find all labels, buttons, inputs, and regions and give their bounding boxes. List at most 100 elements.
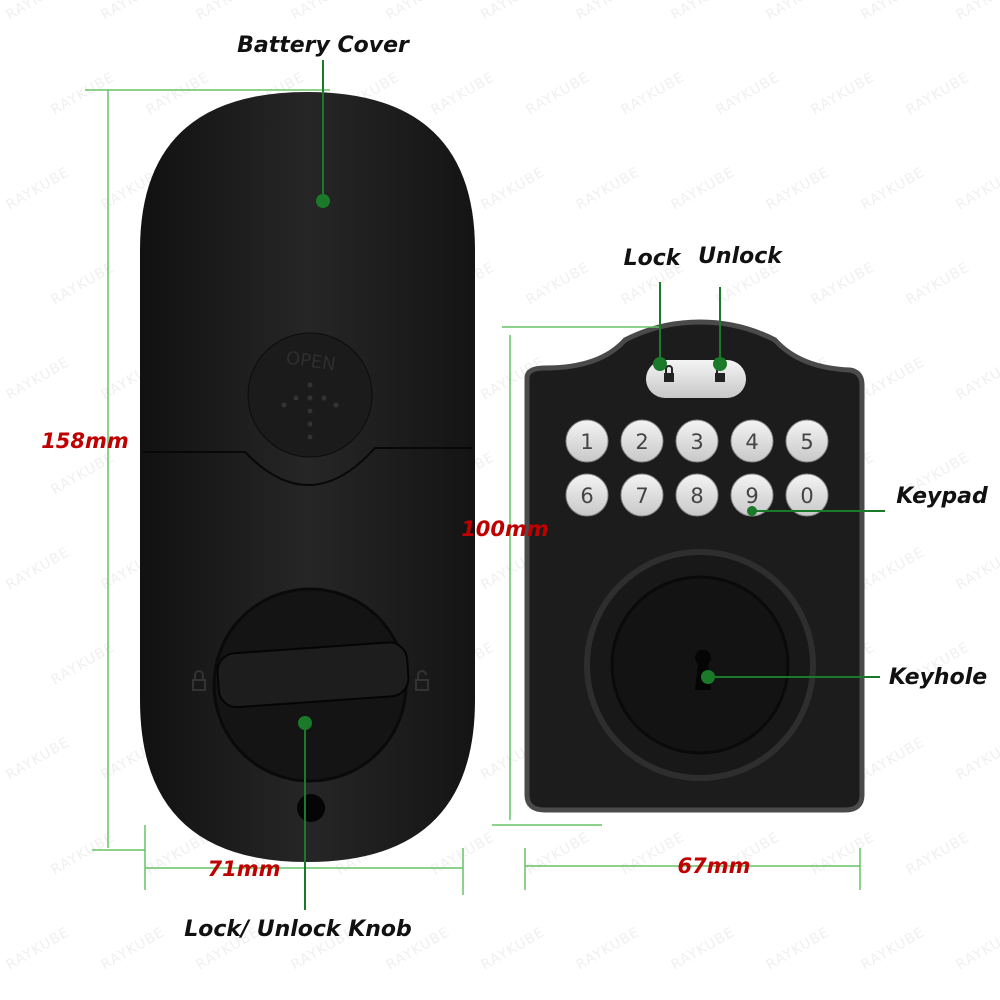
key-cap xyxy=(675,419,719,463)
watermark-text: RAYKUBE xyxy=(953,924,1000,973)
key-cap xyxy=(565,473,609,517)
watermark-text: RAYKUBE xyxy=(668,924,737,973)
keypad-label: Keypad xyxy=(896,484,988,509)
watermark-text: RAYKUBE xyxy=(858,734,927,783)
watermark-text: RAYKUBE xyxy=(3,734,72,783)
watermark-text: RAYKUBE xyxy=(858,924,927,973)
key-cap xyxy=(785,473,829,517)
watermark-text: RAYKUBE xyxy=(143,69,212,118)
watermark-text: RAYKUBE xyxy=(478,0,547,23)
key-0[interactable]: 0 xyxy=(785,473,829,517)
key-cap xyxy=(675,473,719,517)
battery-cover-label: Battery Cover xyxy=(237,33,410,58)
watermark-text: RAYKUBE xyxy=(98,924,167,973)
keypad: 1 2 3 4 5 6 7 8 9 0 xyxy=(565,419,829,517)
watermark-text: RAYKUBE xyxy=(288,0,357,23)
battery-cover-seam xyxy=(143,447,472,486)
watermark-text: RAYKUBE xyxy=(98,0,167,23)
lock-label: Lock xyxy=(624,246,682,271)
watermark-text: RAYKUBE xyxy=(3,354,72,403)
unlock-label: Unlock xyxy=(698,244,783,269)
key-label: 2 xyxy=(635,430,648,454)
open-arrow-icon xyxy=(281,382,339,440)
keyhole-label: Keyhole xyxy=(889,665,987,690)
watermark-text: RAYKUBE xyxy=(903,69,972,118)
key-1[interactable]: 1 xyxy=(565,419,609,463)
key-cap xyxy=(785,419,829,463)
watermark-text: RAYKUBE xyxy=(3,924,72,973)
watermark-text: RAYKUBE xyxy=(193,0,262,23)
watermark-text: RAYKUBE xyxy=(953,544,1000,593)
watermark-text: RAYKUBE xyxy=(573,0,642,23)
unlock-icon xyxy=(415,670,429,691)
key-label: 3 xyxy=(690,430,703,454)
key-label: 4 xyxy=(745,430,758,454)
front-unit: 1 2 3 4 5 6 7 8 9 0 xyxy=(524,319,865,813)
watermark-text: RAYKUBE xyxy=(523,829,592,878)
key-cap xyxy=(620,419,664,463)
key-cap xyxy=(620,473,664,517)
watermark-text: RAYKUBE xyxy=(858,164,927,213)
watermark-text: RAYKUBE xyxy=(428,69,497,118)
key-8[interactable]: 8 xyxy=(675,473,719,517)
key-label: 5 xyxy=(800,430,813,454)
key-label: 8 xyxy=(690,484,703,508)
lock-button-icon xyxy=(664,365,674,382)
watermark-text: RAYKUBE xyxy=(858,0,927,23)
watermark-text: RAYKUBE xyxy=(858,354,927,403)
watermark-text: RAYKUBE xyxy=(668,164,737,213)
watermark-text: RAYKUBE xyxy=(903,829,972,878)
key-2[interactable]: 2 xyxy=(620,419,664,463)
callouts xyxy=(298,60,885,910)
watermark-text: RAYKUBE xyxy=(618,69,687,118)
watermark-text: RAYKUBE xyxy=(953,0,1000,23)
watermark-text: RAYKUBE xyxy=(523,69,592,118)
key-label: 6 xyxy=(580,484,593,508)
key-4[interactable]: 4 xyxy=(730,419,774,463)
back-unit: OPEN xyxy=(140,92,475,862)
back-height-label: 158mm xyxy=(41,429,129,453)
watermark-text: RAYKUBE xyxy=(713,69,782,118)
watermark-text: RAYKUBE xyxy=(3,544,72,593)
watermark-text: RAYKUBE xyxy=(3,164,72,213)
key-6[interactable]: 6 xyxy=(565,473,609,517)
watermark-text: RAYKUBE xyxy=(763,0,832,23)
rear-hole xyxy=(297,794,325,822)
watermark-text: RAYKUBE xyxy=(953,734,1000,783)
key-cap xyxy=(565,419,609,463)
key-label: 1 xyxy=(580,430,593,454)
watermark-text: RAYKUBE xyxy=(383,0,452,23)
watermark-text: RAYKUBE xyxy=(808,69,877,118)
key-label: 9 xyxy=(745,484,758,508)
key-label: 7 xyxy=(635,484,648,508)
watermark-text: RAYKUBE xyxy=(478,924,547,973)
key-cap xyxy=(730,419,774,463)
knob-label: Lock/ Unlock Knob xyxy=(184,917,412,942)
watermark-text: RAYKUBE xyxy=(3,0,72,23)
watermark-text: RAYKUBE xyxy=(573,164,642,213)
back-width-label: 71mm xyxy=(208,857,281,881)
open-dial xyxy=(247,332,373,458)
watermark-text: RAYKUBE xyxy=(668,0,737,23)
front-height-label: 100mm xyxy=(461,517,549,541)
watermark-text: RAYKUBE xyxy=(903,259,972,308)
watermark-text: RAYKUBE xyxy=(573,924,642,973)
key-5[interactable]: 5 xyxy=(785,419,829,463)
watermark-text: RAYKUBE xyxy=(763,164,832,213)
key-9[interactable]: 9 xyxy=(730,473,774,517)
watermark-text: RAYKUBE xyxy=(953,354,1000,403)
watermark-text: RAYKUBE xyxy=(523,259,592,308)
knob-lever xyxy=(216,641,410,709)
watermark-text: RAYKUBE xyxy=(858,544,927,593)
watermark-text: RAYKUBE xyxy=(808,829,877,878)
key-3[interactable]: 3 xyxy=(675,419,719,463)
lock-icon xyxy=(192,670,206,691)
watermark-text: RAYKUBE xyxy=(808,259,877,308)
key-label: 0 xyxy=(800,484,813,508)
watermark-text: RAYKUBE xyxy=(763,924,832,973)
key-7[interactable]: 7 xyxy=(620,473,664,517)
watermark-text: RAYKUBE xyxy=(478,164,547,213)
watermark-text: RAYKUBE xyxy=(953,164,1000,213)
